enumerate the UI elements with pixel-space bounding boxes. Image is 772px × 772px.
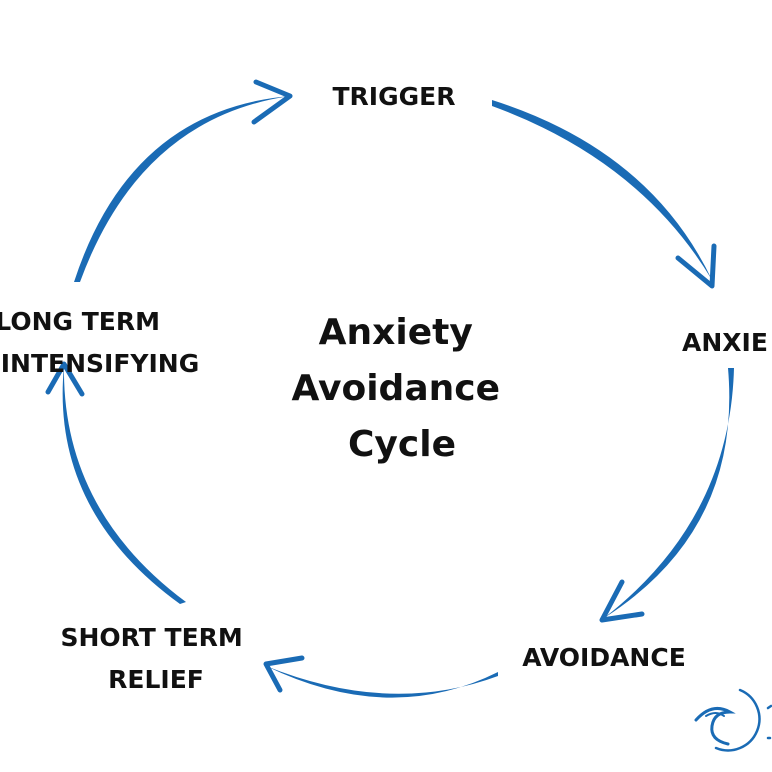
arrow-long-term-to-trigger	[74, 79, 293, 282]
node-short-term-relief: SHORT TERM RELIEF	[60, 623, 251, 694]
diagram-title: Anxiety Avoidance Cycle	[291, 312, 512, 465]
node-avoidance: AVOIDANCE	[522, 643, 686, 672]
arrow-trigger-to-anxiety	[492, 100, 717, 289]
arrow-anxiety-to-avoidance	[599, 368, 734, 623]
wave-logo-icon	[694, 688, 772, 752]
node-long-term-intensifying: LONG TERM INTENSIFYING	[0, 307, 199, 378]
arrow-short-term-relief-to-long-term	[45, 361, 186, 604]
arrow-avoidance-to-short-term-relief	[263, 655, 498, 698]
node-trigger: TRIGGER	[333, 82, 456, 111]
node-anxiety: ANXIE	[682, 328, 768, 357]
